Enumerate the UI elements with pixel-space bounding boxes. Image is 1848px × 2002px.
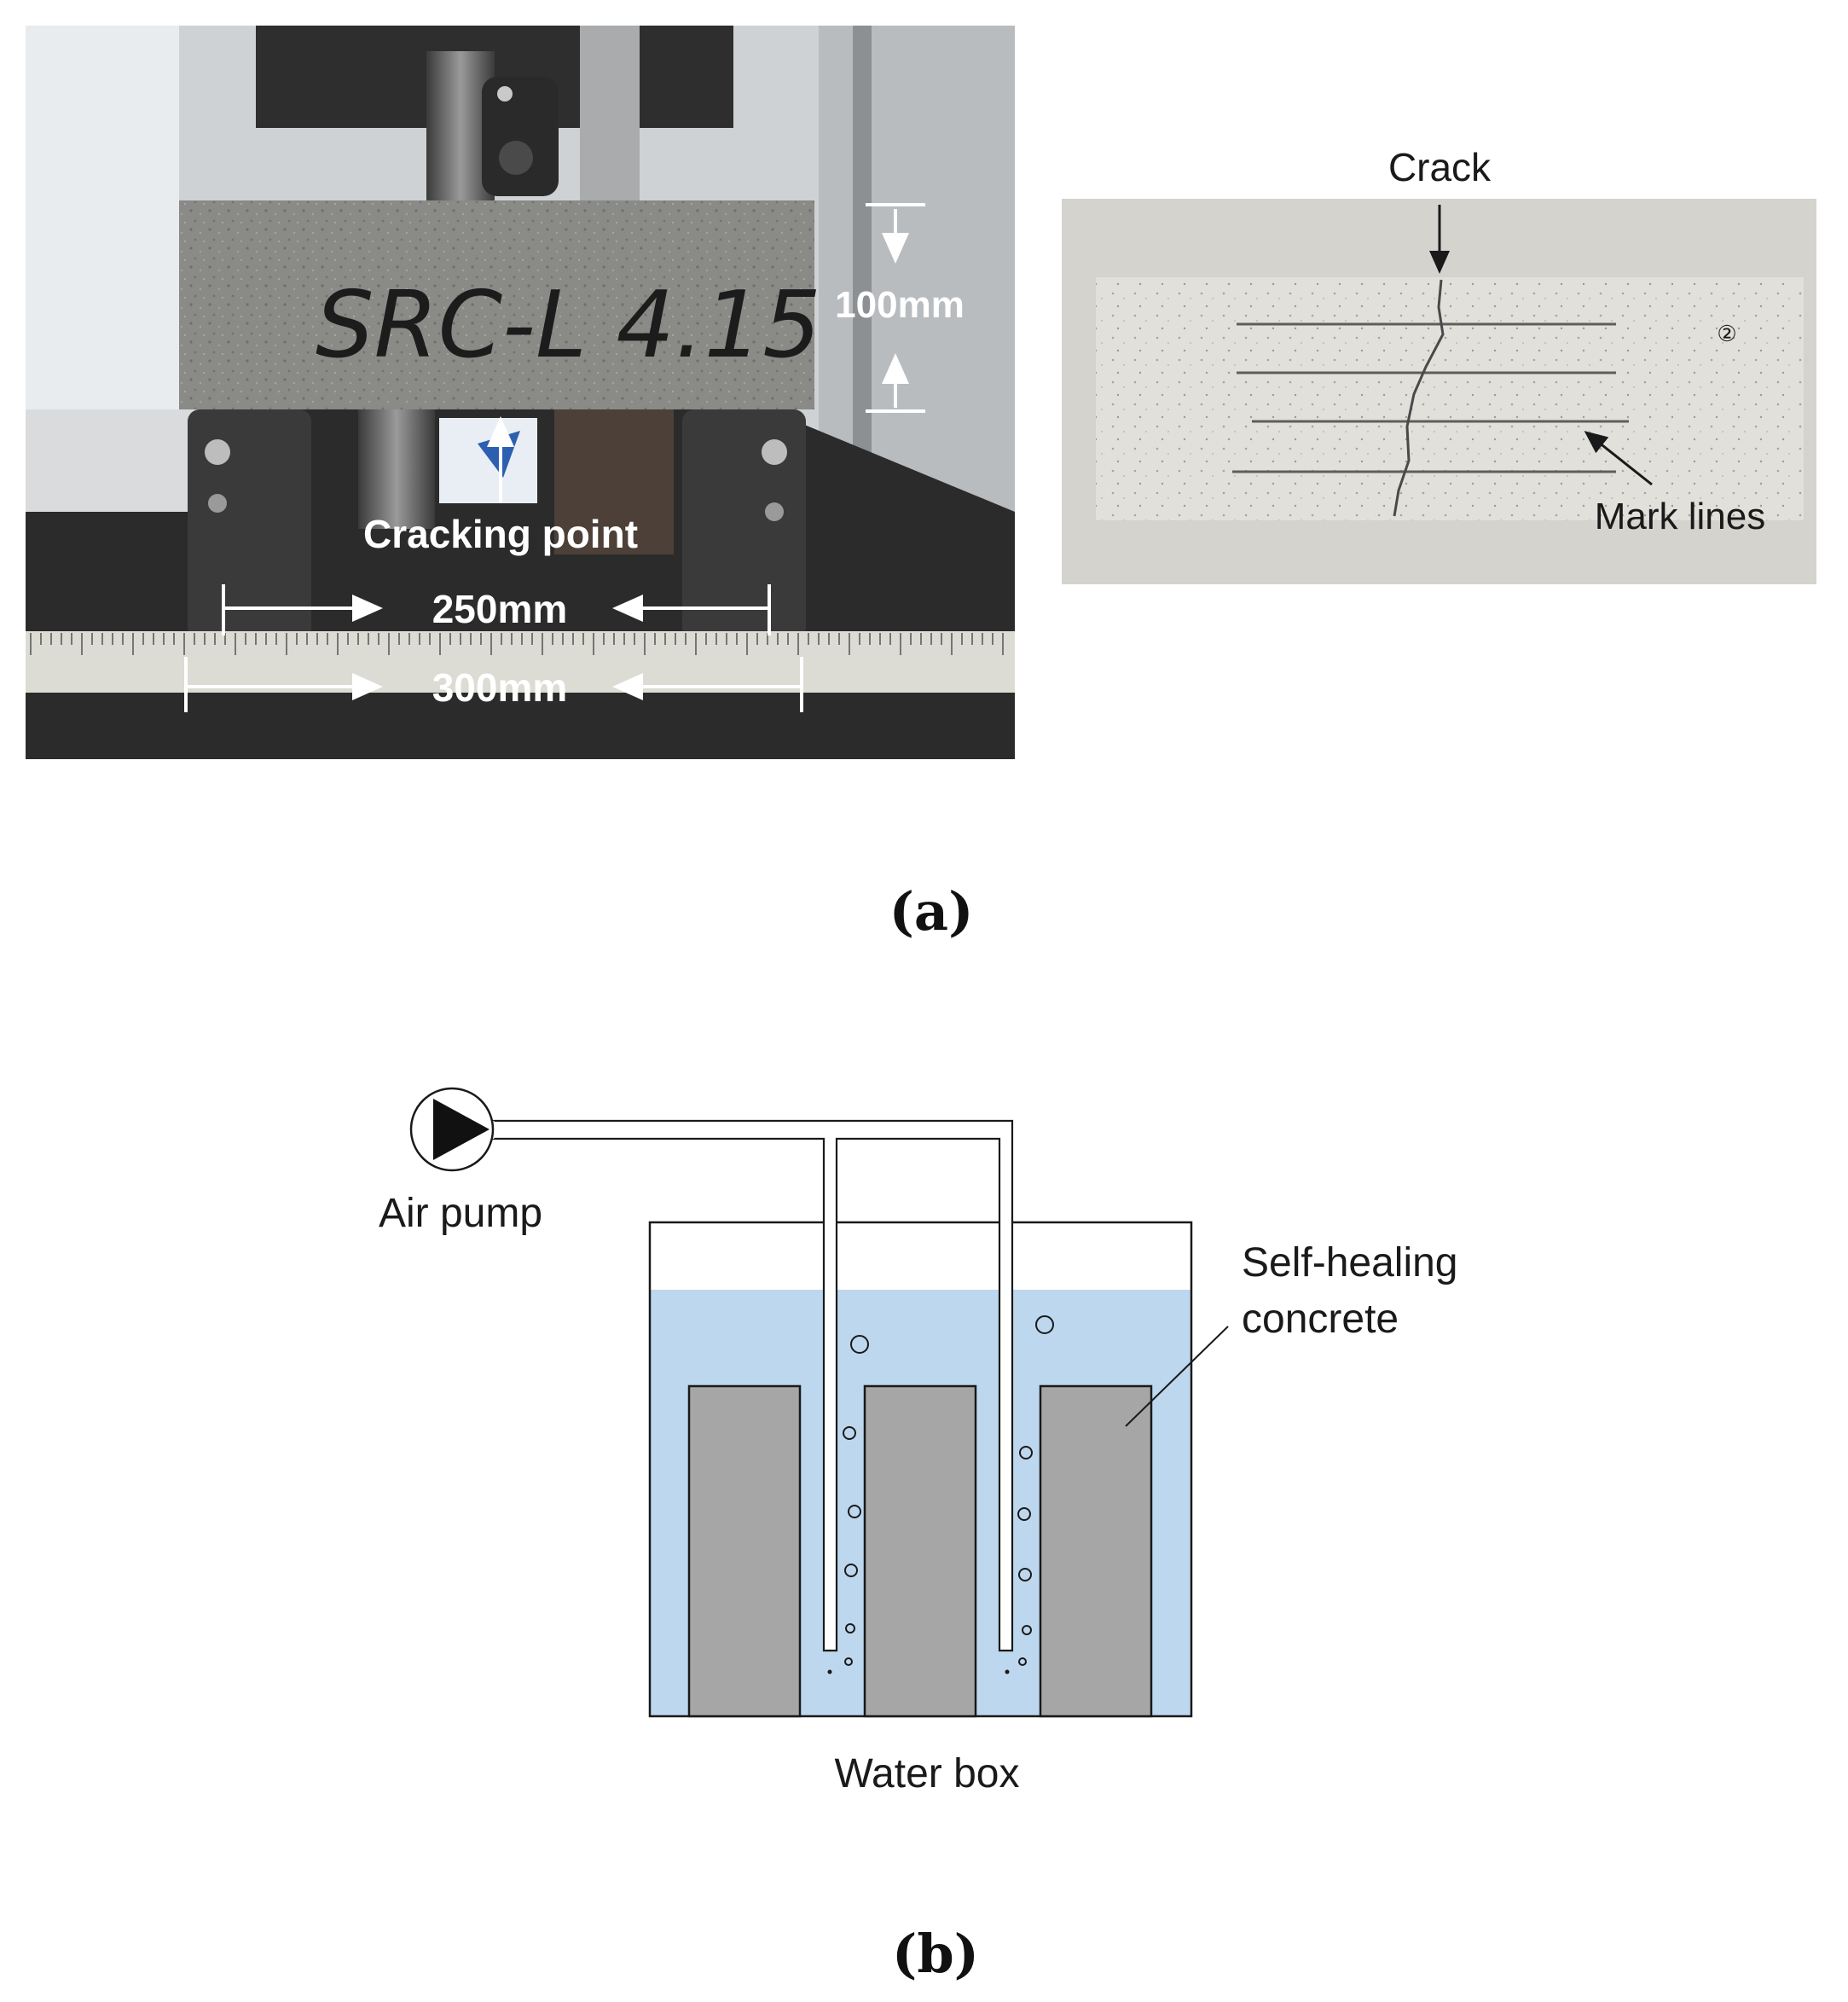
bubble [1017,1507,1031,1521]
bubble [1018,1568,1032,1581]
ruler-ticks [30,633,1004,655]
concrete-leader-line [1125,1326,1229,1427]
bubble [1022,1625,1032,1635]
bubble [1019,1446,1033,1459]
pump-triangle-icon [433,1099,490,1160]
background-box [554,409,674,554]
loading-head [482,77,559,196]
bubble [845,1623,855,1634]
concrete-label-line2: concrete [1242,1297,1399,1342]
concrete-specimen [179,200,814,409]
photo-bending-test: SRC-L 4.15 100mm Cracking point 250mm [26,26,1015,759]
support-bolt-icon [208,494,227,513]
concrete-block [863,1384,977,1718]
bubble [1005,1669,1010,1674]
caption-a: (a) [889,880,974,943]
span-outer-label: 300mm [432,665,568,710]
bubble [1018,1657,1027,1666]
right-support [682,409,806,640]
support-bolt-icon [765,502,784,521]
concrete-slab [1096,277,1804,520]
corner-mark: ② [1717,321,1736,346]
air-tube [491,1119,1014,1652]
bubble [843,1426,856,1440]
left-support [188,409,311,640]
bubble [844,1564,858,1577]
specimen-marking: SRC-L 4.15 [316,272,821,379]
caption-b: (b) [892,1923,979,1985]
support-bolt-icon [762,439,787,465]
lower-screw [358,409,435,529]
cracking-label: Cracking point [363,512,638,556]
support-bolt-icon [205,439,230,465]
concrete-block [687,1384,802,1718]
crack-label: Crack [1388,145,1492,189]
bolt-icon [497,86,513,102]
roller-icon [499,141,533,175]
aeration-diagram: Air pump Self-healing concrete Water box [379,1087,1458,1796]
height-label: 100mm [835,284,965,326]
air-pump-label: Air pump [379,1191,542,1236]
photo-cracked-specimen: ② Crack Mark lines [1062,145,1816,584]
bubble [848,1505,861,1518]
sticker [439,418,537,503]
bubbles [827,1315,1054,1674]
bubble [844,1657,853,1666]
concrete-block [1039,1384,1153,1718]
span-inner-label: 250mm [432,587,568,631]
bubble [1035,1315,1054,1334]
concrete-label-line1: Self-healing [1242,1240,1458,1285]
water-box-label: Water box [835,1751,1020,1796]
background-wall [26,26,179,418]
mark-lines-arrow [1584,431,1653,486]
mark-lines-label: Mark lines [1595,496,1766,537]
bubble [827,1669,832,1674]
bubble [850,1335,869,1354]
crack-path [1393,279,1445,517]
